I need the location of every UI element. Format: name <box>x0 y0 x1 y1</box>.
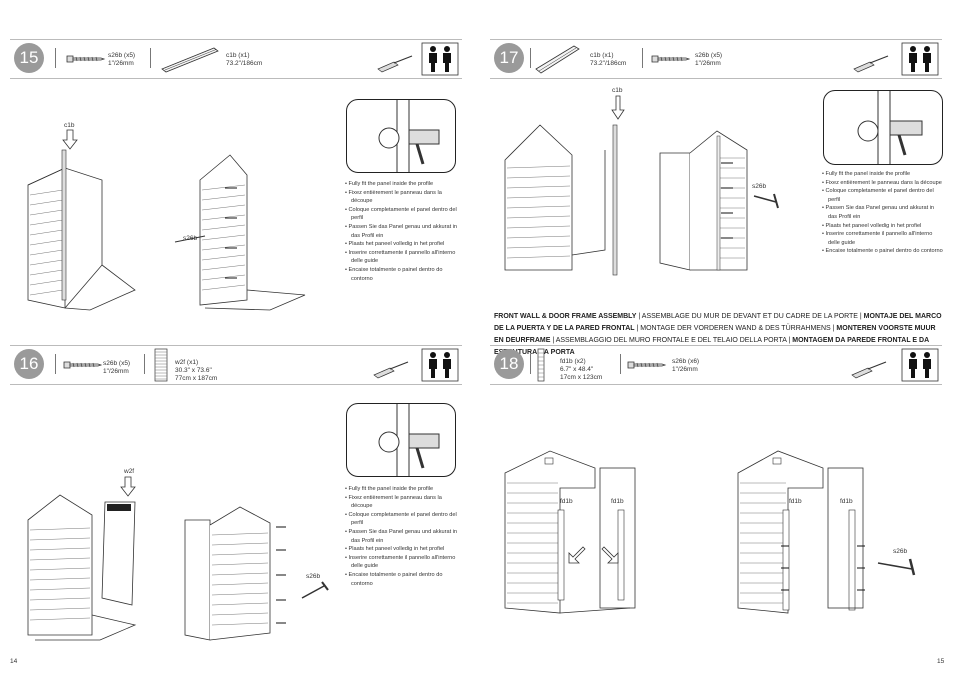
label-s26b: s26b <box>752 183 767 190</box>
screw-icon <box>627 361 667 369</box>
label-s26b: s26b <box>183 235 198 242</box>
two-people-icon <box>901 348 939 382</box>
label-w2f: w2f <box>124 468 135 475</box>
shed-drawing-left <box>504 124 618 276</box>
right-arrow <box>601 546 619 564</box>
screwdriver-icon <box>851 361 887 379</box>
label-fd1b: fd1b <box>789 498 802 505</box>
shed-drawing-left <box>504 450 636 614</box>
drill-detail <box>857 91 923 164</box>
part-s26b: s26b (x5)1"/26mm <box>103 360 131 375</box>
label-s26b: s26b <box>306 573 321 580</box>
section-title: FRONT WALL & DOOR FRAME ASSEMBLY | ASSEM… <box>494 313 942 356</box>
instruction-list: Fully fit the panel inside the profileFi… <box>345 485 461 588</box>
step-18-header: 18 fd1b (x2)6.7" x 48.4"17cm x 123cm s26… <box>490 345 942 385</box>
part-w2f: w2f (x1)30.3" x 73.6"77cm x 187cm <box>175 359 218 382</box>
profile-icon <box>535 45 580 74</box>
drill-detail <box>378 404 440 476</box>
two-people-icon <box>421 42 459 76</box>
door-frame-icon <box>537 348 545 382</box>
down-arrow <box>120 476 136 497</box>
detail-inset <box>346 403 456 477</box>
label-c1b: c1b <box>612 87 623 94</box>
detail-inset <box>346 99 456 173</box>
step-15-header: 15 s26b (x5)1"/26mm c1b (x1)73.2"/186cm <box>10 39 462 79</box>
instruction-list: Fully fit the panel inside the profileFi… <box>345 180 461 283</box>
label-fd1b: fd1b <box>840 498 853 505</box>
part-s26b: s26b (x5)1"/26mm <box>108 52 136 67</box>
left-arrow <box>568 546 586 564</box>
shed-drawing-right <box>174 154 306 311</box>
step-16-header: 16 s26b (x5)1"/26mm w2f (x1)30.3" x 73.6… <box>10 345 462 385</box>
label-fd1b: fd1b <box>611 498 624 505</box>
shed-drawing-right <box>659 130 748 271</box>
step-17-header: 17 c1b (x1)73.2"/186cm s26b (x5)1"/26mm <box>490 39 942 79</box>
page-number-right: 15 <box>937 658 945 665</box>
down-arrow <box>611 95 625 120</box>
screwdriver-icon <box>853 55 889 73</box>
shed-drawing-left <box>27 494 137 641</box>
detail-inset <box>823 90 943 165</box>
screw-icon <box>753 193 779 209</box>
two-people-icon <box>901 42 939 76</box>
part-s26b: s26b (x6)1"/26mm <box>672 358 700 373</box>
step-number: 16 <box>14 349 44 379</box>
screw-icon <box>63 361 103 369</box>
step-number: 15 <box>14 43 44 73</box>
down-arrow <box>62 129 78 150</box>
screw-icon <box>301 581 329 599</box>
profile-icon <box>161 47 219 73</box>
part-s26b: s26b (x5)1"/26mm <box>695 52 723 67</box>
part-fd1b: fd1b (x2)6.7" x 48.4"17cm x 123cm <box>560 358 603 381</box>
wall-panel-icon <box>154 348 168 382</box>
shed-drawing-right <box>184 506 286 641</box>
part-c1b: c1b (x1)73.2"/186cm <box>226 52 263 67</box>
label-c1b: c1b <box>64 122 75 129</box>
screw-icon <box>66 55 106 63</box>
step-number: 17 <box>494 43 524 73</box>
drill-detail <box>378 100 440 172</box>
shed-drawing-left <box>27 149 136 311</box>
label-s26b: s26b <box>893 548 908 555</box>
page-number-left: 14 <box>10 658 18 665</box>
instruction-list: Fully fit the panel inside the profileFi… <box>822 170 944 256</box>
label-fd1b: fd1b <box>560 498 573 505</box>
screw-icon <box>651 55 691 63</box>
screw-icon <box>877 558 916 576</box>
two-people-icon <box>421 348 459 382</box>
screwdriver-icon <box>377 55 413 73</box>
step-number: 18 <box>494 349 524 379</box>
part-c1b: c1b (x1)73.2"/186cm <box>590 52 627 67</box>
shed-drawing-right <box>737 450 865 614</box>
screwdriver-icon <box>373 361 409 379</box>
